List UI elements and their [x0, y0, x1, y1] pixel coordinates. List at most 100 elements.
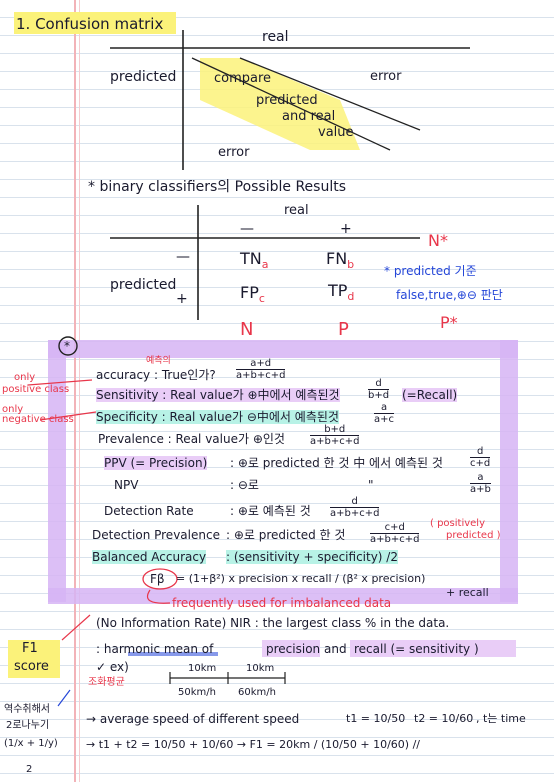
margin-line-inner — [79, 0, 80, 782]
fbeta-label: Fβ — [150, 572, 165, 586]
fp-cell: FPc — [240, 283, 265, 306]
matrix1-real-label: real — [262, 29, 289, 45]
accuracy-line: accuracy : True인가? — [96, 368, 216, 382]
detection-prevalence-desc: : ⊕로 predicted 한 것 — [226, 528, 346, 542]
f1-ex: ✓ ex) — [96, 660, 129, 674]
arrow-positive — [27, 379, 93, 386]
f1-harmonic-text: : harmonic mean of — [96, 642, 214, 656]
f1-korean-example: 조화평균 — [88, 677, 125, 688]
diagonal-line-2 — [239, 57, 421, 131]
ppv-desc: : ⊕로 predicted 한 것 中 에서 예측된 것 — [230, 456, 443, 470]
npv-ditto: " — [368, 478, 374, 492]
col-minus: — — [240, 221, 254, 237]
p-total: P — [338, 319, 349, 340]
n-total: N — [240, 319, 254, 340]
tp-cell: TPd — [328, 281, 355, 304]
detection-rate-desc: : ⊕로 예측된 것 — [230, 504, 311, 518]
col-plus: + — [340, 221, 352, 237]
balanced-accuracy-desc: : (sensitivity + specificity) /2 — [226, 550, 398, 564]
predicted-basis-note: * predicted 기준 — [384, 264, 477, 278]
f1-result-line: → t1 + t2 = 10/50 + 10/60 → F1 = 20km / … — [86, 738, 420, 751]
sensitivity-recall-note: (=Recall) — [402, 388, 458, 402]
frame-top — [48, 340, 518, 358]
compare-label: compare — [214, 71, 272, 86]
balanced-accuracy-label: Balanced Accuracy — [92, 550, 207, 564]
nir-line: (No Information Rate) NIR : the largest … — [96, 616, 450, 630]
arrow-negative — [39, 411, 97, 421]
side-reciprocal-4: 2 — [26, 764, 33, 775]
distance-1: 10km — [188, 663, 217, 674]
t1-expr: t1 = 10/50 — [346, 712, 406, 725]
value-line: value — [318, 125, 354, 140]
side-reciprocal-3: (1/x + 1/y) — [4, 738, 58, 749]
matrix2-real-label: real — [284, 203, 309, 218]
f1-box — [8, 640, 60, 678]
prevalence-line: Prevalence : Real value가 ⊕인것 — [98, 432, 285, 446]
diagonal-line-1 — [191, 57, 391, 151]
circle-star-label: * — [64, 339, 70, 353]
f1-score-label: score — [14, 659, 49, 674]
frame-left — [48, 340, 66, 602]
t-note: , t는 time — [476, 712, 526, 725]
npv-desc: : ⊖로 — [230, 478, 259, 492]
distance-2: 10km — [246, 663, 275, 674]
circle-star-ring — [58, 336, 78, 356]
average-speed-line: → average speed of different speed — [86, 712, 300, 726]
ppv-label: PPV (= Precision) — [104, 456, 208, 470]
harmonic-underline — [128, 652, 218, 656]
row-minus: — — [176, 249, 190, 265]
npv-label: NPV — [114, 478, 139, 492]
predicted-line: predicted — [256, 93, 318, 108]
row-plus: + — [176, 291, 188, 307]
f1-arrow — [61, 614, 91, 641]
precision-highlight — [262, 640, 320, 657]
only-negative-2: negative class — [2, 414, 74, 425]
binary-heading: * binary classifiers의 Possible Results — [88, 179, 347, 195]
tn-cell: TNa — [240, 249, 269, 272]
fbeta-arrow — [146, 589, 171, 604]
error-bottom-label: error — [218, 145, 250, 160]
fbeta-formula: = (1+β²) x precision x recall / (β² x pr… — [176, 572, 426, 585]
and-real-line: and real — [282, 109, 336, 124]
only-positive-1: only — [14, 372, 36, 383]
n-star: N* — [428, 231, 448, 250]
f1-recall: recall (= sensitivity ) — [354, 642, 479, 656]
only-positive-2: positive class — [2, 384, 70, 395]
only-negative-1: only — [2, 404, 24, 415]
frame-right — [500, 340, 518, 602]
sensitivity-line: Sensitivity : Real value가 ⊕中에서 예측된것 — [96, 388, 340, 402]
speed-2: 60km/h — [238, 687, 276, 698]
fbeta-formula-2: + recall — [446, 586, 489, 599]
margin-line — [74, 0, 76, 782]
positively-note-1: ( positively — [430, 518, 485, 529]
blue-arrow — [57, 689, 71, 707]
false-true-note: false,true,⊕⊖ 판단 — [396, 288, 503, 302]
side-reciprocal-2: 2로나누기 — [6, 720, 50, 731]
side-reciprocal-1: 역수취해서 — [4, 704, 50, 715]
detection-rate-label: Detection Rate — [104, 504, 194, 518]
fbeta-note: frequently used for imbalanced data — [172, 596, 392, 610]
p-star: P* — [440, 313, 458, 332]
matrix1-predicted-label: predicted — [110, 69, 177, 85]
error-top-label: error — [370, 69, 402, 84]
specificity-line: Specificity : Real value가 ⊖中에서 예측된것 — [96, 410, 339, 424]
f1-precision: precision — [266, 642, 321, 656]
frame-bottom — [48, 588, 518, 604]
page-title: 1. Confusion matrix — [16, 15, 164, 33]
detection-prevalence-label: Detection Prevalence — [92, 528, 220, 542]
recall-highlight — [350, 640, 516, 657]
f1-label: F1 — [22, 641, 38, 656]
f1-and: and — [324, 642, 347, 656]
t2-expr: t2 = 10/60 — [414, 712, 474, 725]
title-highlight — [14, 12, 176, 34]
matrix2-predicted-label: predicted — [110, 277, 177, 293]
